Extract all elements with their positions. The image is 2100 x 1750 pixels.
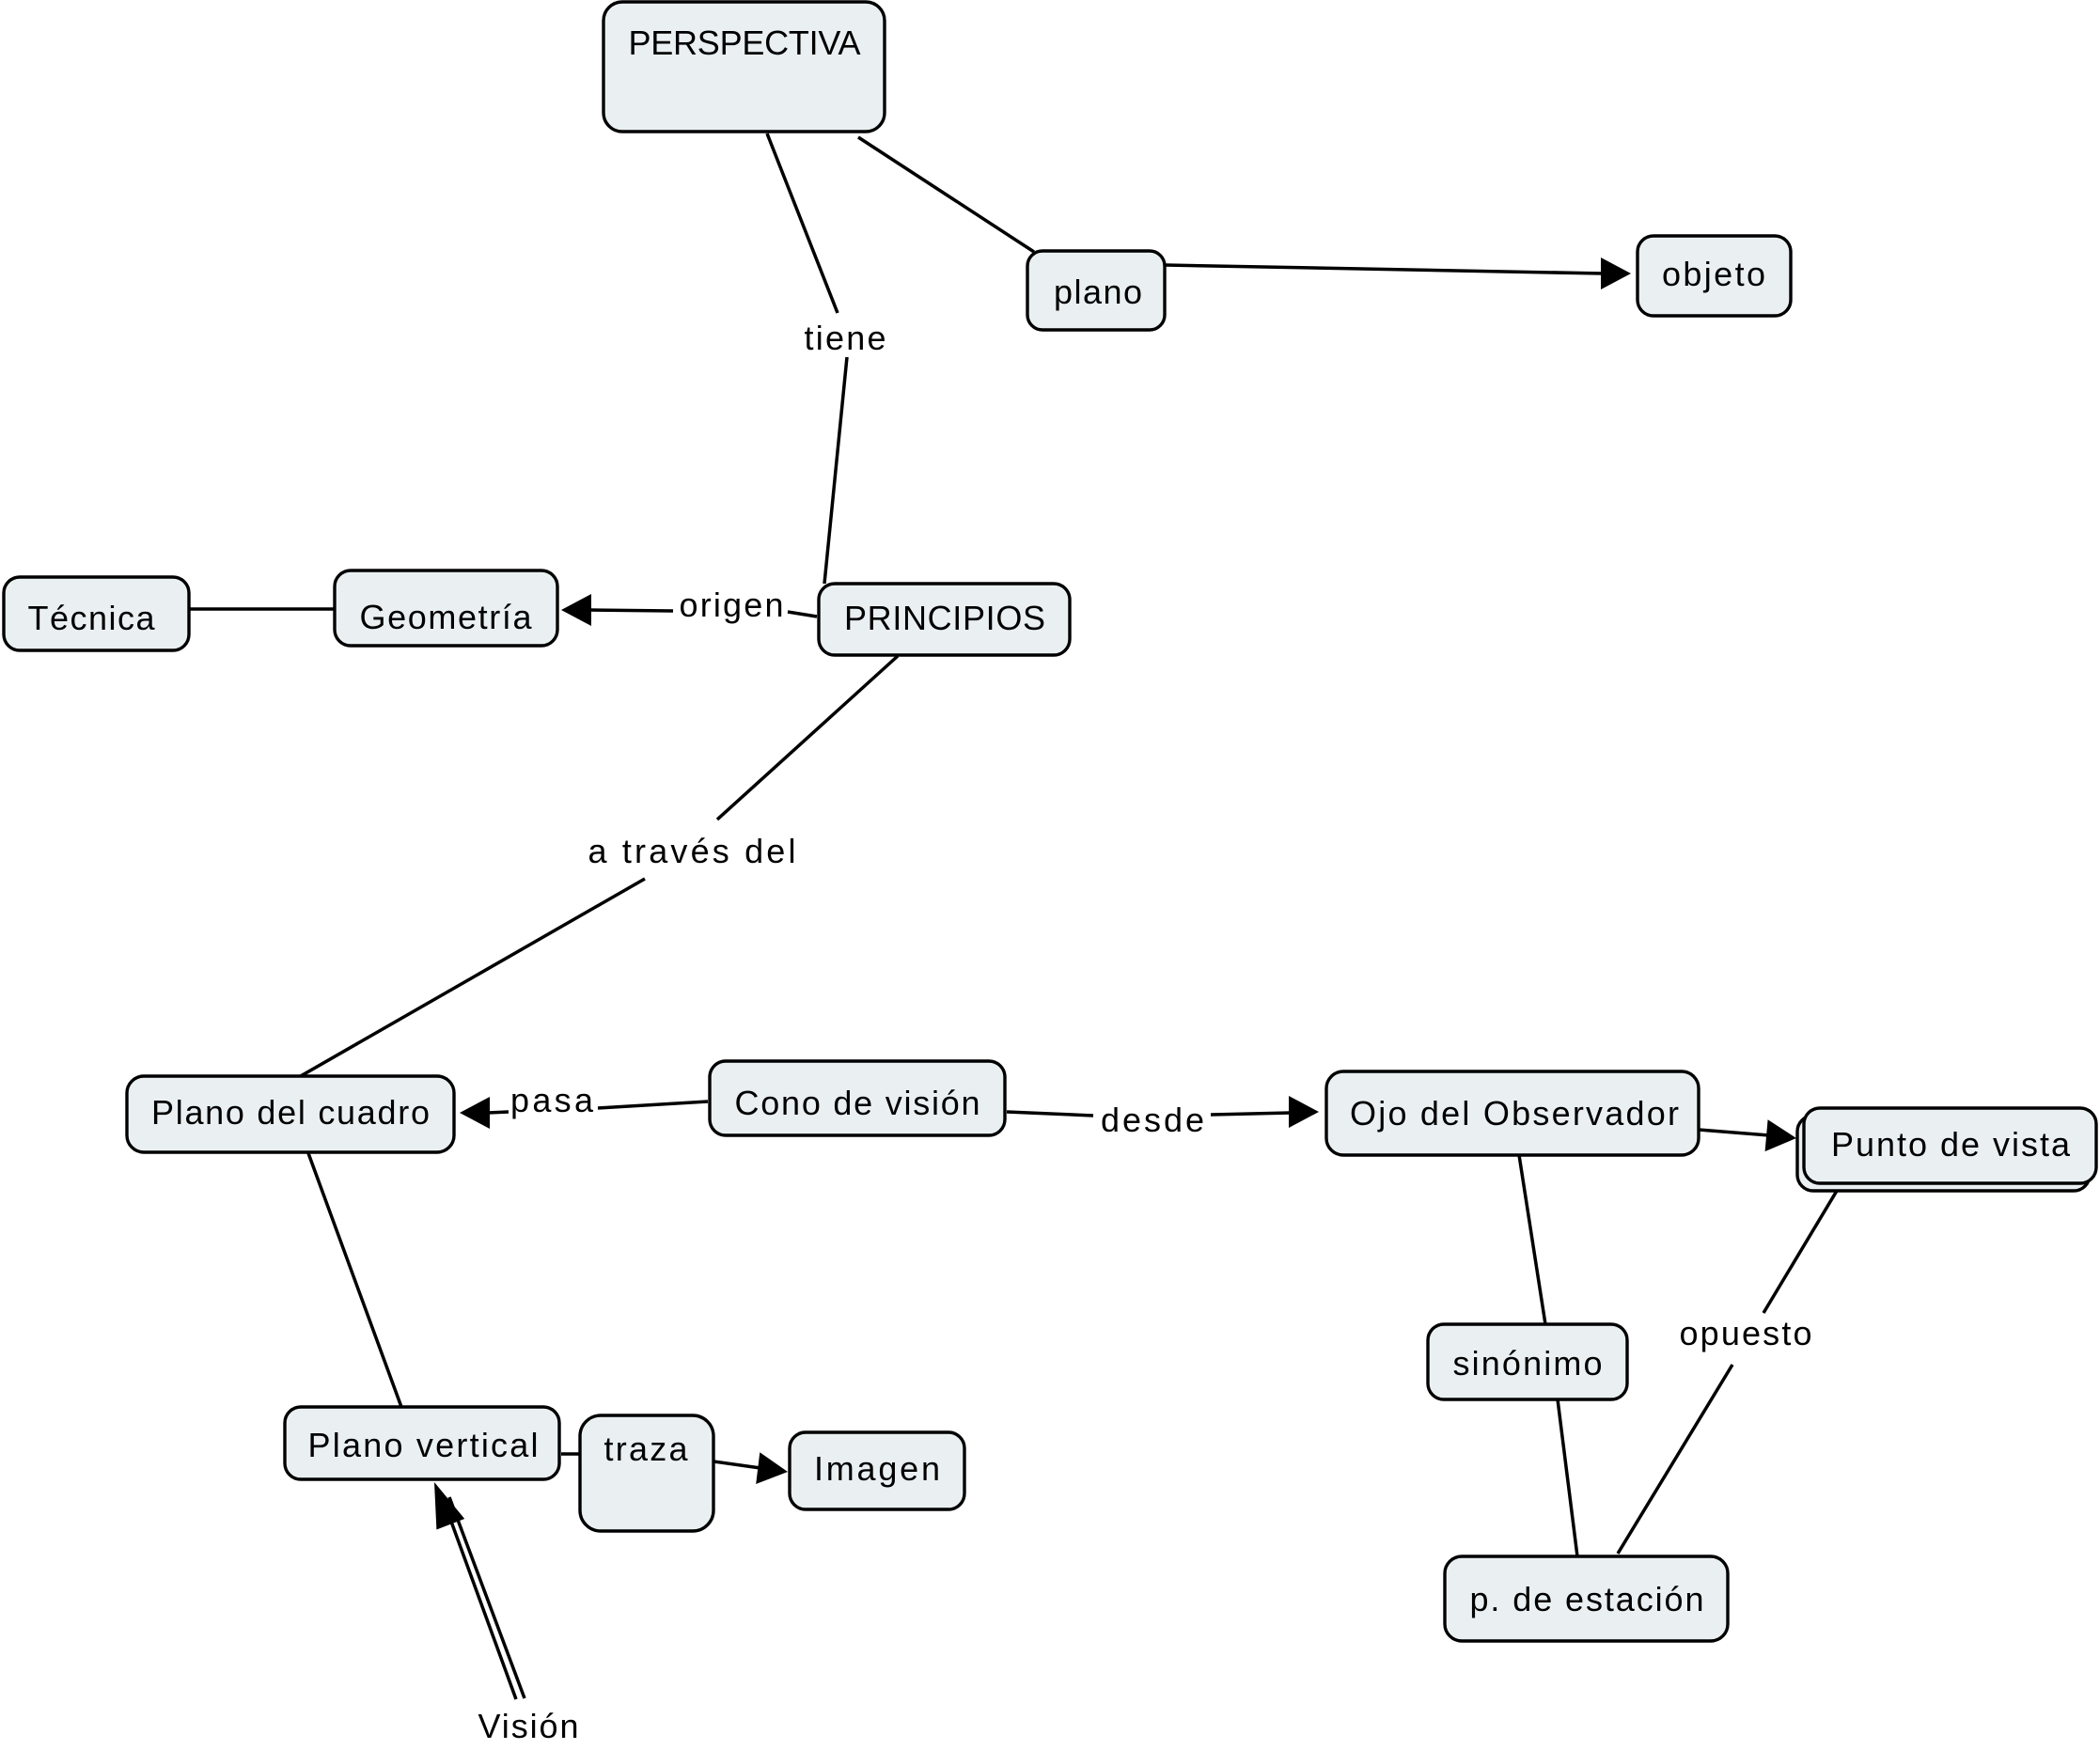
svg-text:Cono de visión: Cono de visión xyxy=(735,1084,980,1122)
svg-text:pasa: pasa xyxy=(510,1081,594,1119)
svg-text:Ojo del Observador: Ojo del Observador xyxy=(1350,1094,1679,1133)
svg-text:Técnica: Técnica xyxy=(28,599,156,637)
svg-text:plano: plano xyxy=(1054,273,1142,311)
svg-text:p. de estación: p. de estación xyxy=(1470,1580,1704,1618)
svg-text:PRINCIPIOS: PRINCIPIOS xyxy=(844,599,1045,637)
svg-text:Punto de vista: Punto de vista xyxy=(1831,1125,2071,1164)
svg-text:Visión: Visión xyxy=(478,1707,579,1745)
svg-text:origen: origen xyxy=(680,586,784,624)
svg-text:Plano vertical: Plano vertical xyxy=(308,1426,539,1464)
svg-text:Geometría: Geometría xyxy=(360,598,533,636)
svg-text:a través del: a través del xyxy=(588,832,796,870)
svg-text:tiene: tiene xyxy=(805,319,886,357)
svg-text:traza: traza xyxy=(604,1430,689,1468)
svg-text:sinónimo: sinónimo xyxy=(1453,1344,1603,1383)
svg-text:PERSPECTIVA: PERSPECTIVA xyxy=(629,23,861,62)
svg-text:desde: desde xyxy=(1101,1101,1204,1139)
svg-text:opuesto: opuesto xyxy=(1680,1314,1812,1352)
svg-text:Plano del cuadro: Plano del cuadro xyxy=(151,1093,430,1132)
svg-text:objeto: objeto xyxy=(1662,255,1765,293)
